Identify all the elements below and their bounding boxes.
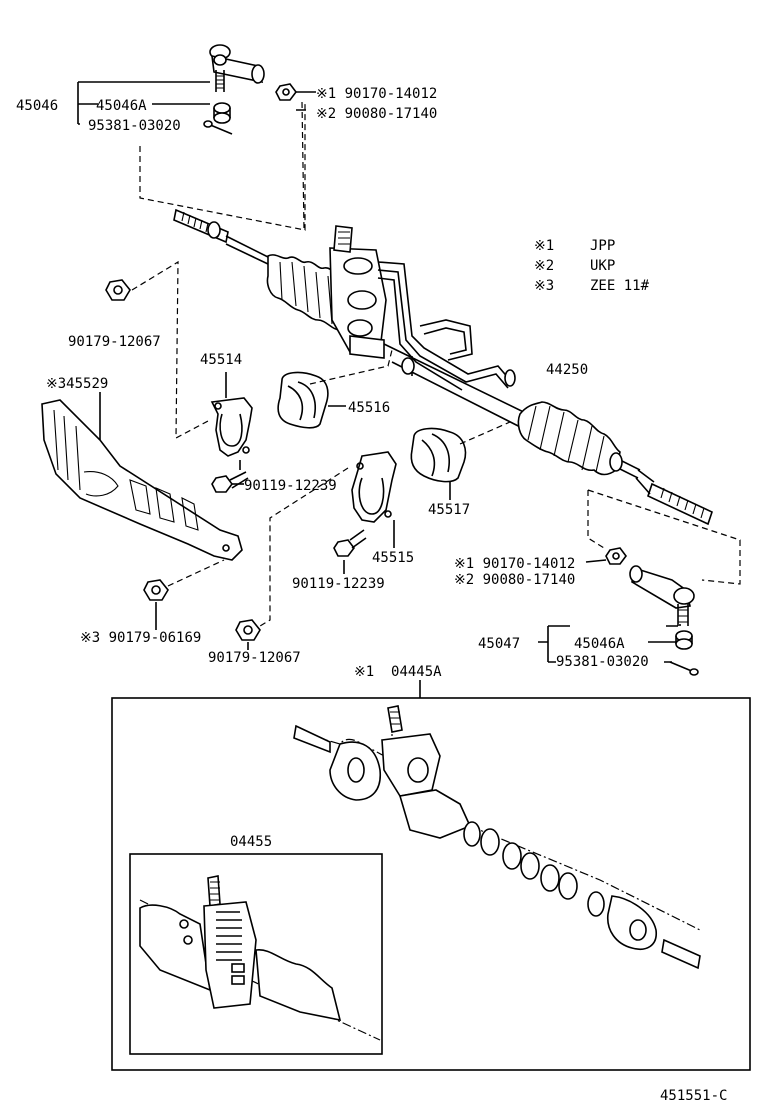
- label-gear-housing-kit: ※1 04445A: [354, 664, 442, 680]
- tie-rod-end-left[interactable]: [209, 44, 265, 92]
- gear-housing-kit-parts: [293, 705, 701, 970]
- note-1-mark: ※1: [534, 238, 554, 254]
- bolt-right-icon: [333, 529, 367, 557]
- label-nut-right-1: ※1 90170-14012: [454, 556, 575, 572]
- valve-kit-parts: [139, 875, 381, 1041]
- label-nut-right-2: ※2 90080-17140: [454, 572, 575, 588]
- label-insulator-cover: ※345529: [46, 376, 108, 392]
- label-bushing-45516: 45516: [348, 400, 390, 416]
- label-bracket-45515: 45515: [372, 550, 414, 566]
- nut-bracket-left-icon: [105, 279, 131, 301]
- note-3-code: ZEE 11#: [590, 278, 650, 294]
- label-cotter-pin-right: 95381-03020: [556, 654, 649, 670]
- note-2-code: UKP: [590, 258, 615, 274]
- nut-right-icon: [605, 547, 627, 565]
- nut-left-icon: [213, 102, 231, 124]
- label-bracket-45514: 45514: [200, 352, 242, 368]
- bracket-45514[interactable]: [210, 397, 253, 457]
- bushing-45516[interactable]: [277, 371, 329, 429]
- note-3-mark: ※3: [534, 278, 554, 294]
- nut-right-small-icon: [675, 630, 693, 650]
- label-nut-left-2: ※2 90080-17140: [316, 106, 437, 122]
- figure-id: 451551-C: [660, 1088, 727, 1104]
- label-tie-end-left-assy: 45046: [16, 98, 58, 114]
- tie-rod-end-right[interactable]: [629, 565, 695, 626]
- label-bolt-right: 90119-12239: [292, 576, 385, 592]
- small-nut-left-icon: [275, 83, 297, 101]
- notes-legend: ※1 JPP ※2 UKP ※3 ZEE 11#: [534, 238, 650, 294]
- cotter-pin-right-icon: [669, 661, 699, 676]
- bushing-45517[interactable]: [410, 427, 467, 483]
- kit-box-04455[interactable]: [129, 853, 383, 1055]
- label-nut-cover: ※3 90179-06169: [80, 630, 201, 646]
- label-bushing-45517: 45517: [428, 502, 470, 518]
- label-tie-end-right: 45046A: [574, 636, 625, 652]
- label-nut-bracket-bottom: 90179-12067: [208, 650, 301, 666]
- note-2-mark: ※2: [534, 258, 554, 274]
- kit-box-04445a[interactable]: [111, 697, 751, 1071]
- label-valve-kit: 04455: [230, 834, 272, 850]
- label-tie-end-left: 45046A: [96, 98, 147, 114]
- label-bolt-left: 90119-12239: [244, 478, 337, 494]
- nut-bracket-bottom-icon: [235, 619, 261, 641]
- nut-cover-icon: [143, 579, 169, 601]
- insulator-cover-45529[interactable]: [41, 392, 243, 561]
- label-gear-assy: 44250: [546, 362, 588, 378]
- label-cotter-pin-left: 95381-03020: [88, 118, 181, 134]
- steering-gear-assembly[interactable]: [173, 208, 713, 526]
- note-1-code: JPP: [590, 238, 615, 254]
- label-tie-end-right-assy: 45047: [478, 636, 520, 652]
- label-nut-bracket-left: 90179-12067: [68, 334, 161, 350]
- bolt-left-icon: [211, 471, 249, 493]
- label-nut-left-1: ※1 90170-14012: [316, 86, 437, 102]
- cotter-pin-left-icon: [203, 120, 233, 135]
- bracket-45515[interactable]: [351, 451, 397, 523]
